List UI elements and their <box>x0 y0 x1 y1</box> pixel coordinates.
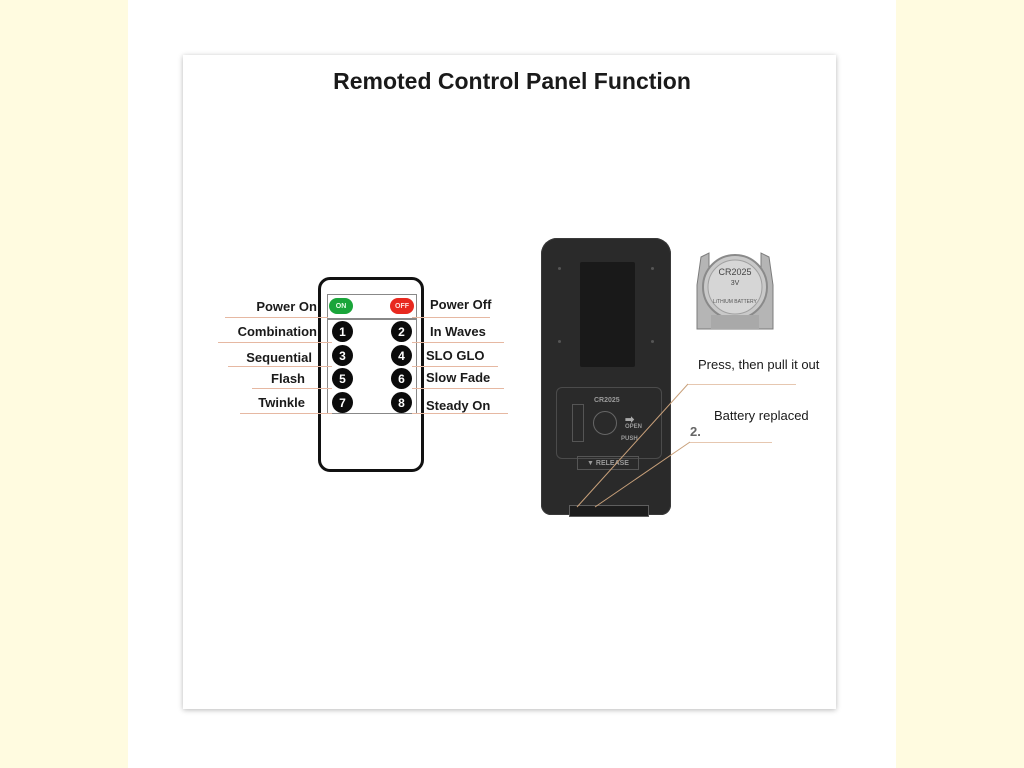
coin-battery-photo: CR2025 3V LiTHIUM BATTERY <box>696 252 774 330</box>
door-model-text: CR2025 <box>594 397 620 404</box>
pointer-lines <box>576 383 691 508</box>
button-4: 4 <box>391 345 412 366</box>
screw-dot <box>558 340 561 343</box>
leader-line <box>218 342 332 343</box>
door-push-text: PUSH <box>621 436 638 442</box>
battery-door <box>556 387 662 459</box>
caption-underline <box>688 384 796 385</box>
leader-line <box>252 388 332 389</box>
left-background-band <box>0 0 128 768</box>
leader-line <box>412 388 504 389</box>
button-8: 8 <box>391 392 412 413</box>
label-power-on: Power On <box>256 299 317 314</box>
release-label: ▼ RELEASE <box>577 456 639 470</box>
remote-outline <box>318 277 424 472</box>
leader-line <box>228 366 332 367</box>
button-2: 2 <box>391 321 412 342</box>
power-off-button: OFF <box>390 298 414 314</box>
leader-line <box>225 317 328 318</box>
leader-line <box>412 366 498 367</box>
screw-dot <box>558 267 561 270</box>
coin-volt-text: 3V <box>731 280 740 287</box>
battery-door-coin-outline <box>593 411 617 435</box>
label-in-waves: In Waves <box>430 324 486 339</box>
battery-door-slot <box>572 404 584 442</box>
caption-press-pull: Press, then pull it out <box>698 357 820 372</box>
leader-line <box>412 342 504 343</box>
label-power-off: Power Off <box>430 297 492 312</box>
diagram-card <box>183 55 836 709</box>
button-3: 3 <box>332 345 353 366</box>
battery-tray <box>569 505 649 517</box>
leader-line <box>412 317 490 318</box>
label-steady-on: Steady On <box>426 398 491 413</box>
label-flash: Flash <box>271 371 305 386</box>
caption-battery-replaced: Battery replaced <box>714 408 809 423</box>
right-background-band <box>896 0 1024 768</box>
button-5: 5 <box>332 368 353 389</box>
screw-dot <box>651 340 654 343</box>
button-1: 1 <box>332 321 353 342</box>
screw-dot <box>651 267 654 270</box>
remote-back-window <box>580 262 635 367</box>
coin-model-text: CR2025 <box>718 267 751 277</box>
button-6: 6 <box>391 368 412 389</box>
open-arrow-icon: ➡ <box>625 414 635 426</box>
step-2-number: 2. <box>690 424 701 439</box>
label-sequential: Sequential <box>246 350 312 365</box>
power-button-frame <box>327 294 417 319</box>
coin-brand-text: LiTHIUM BATTERY <box>713 299 757 305</box>
leader-line <box>412 413 508 414</box>
label-slo-glo: SLO GLO <box>426 348 485 363</box>
label-slow-fade: Slow Fade <box>426 370 491 385</box>
diagram-title: Remoted Control Panel Function <box>333 68 691 94</box>
door-open-text: OPEN <box>625 424 643 430</box>
power-on-button: ON <box>329 298 353 314</box>
label-twinkle: Twinkle <box>258 395 305 410</box>
caption-underline <box>690 442 772 443</box>
leader-line <box>240 413 332 414</box>
button-7: 7 <box>332 392 353 413</box>
label-combination: Combination <box>237 324 317 339</box>
